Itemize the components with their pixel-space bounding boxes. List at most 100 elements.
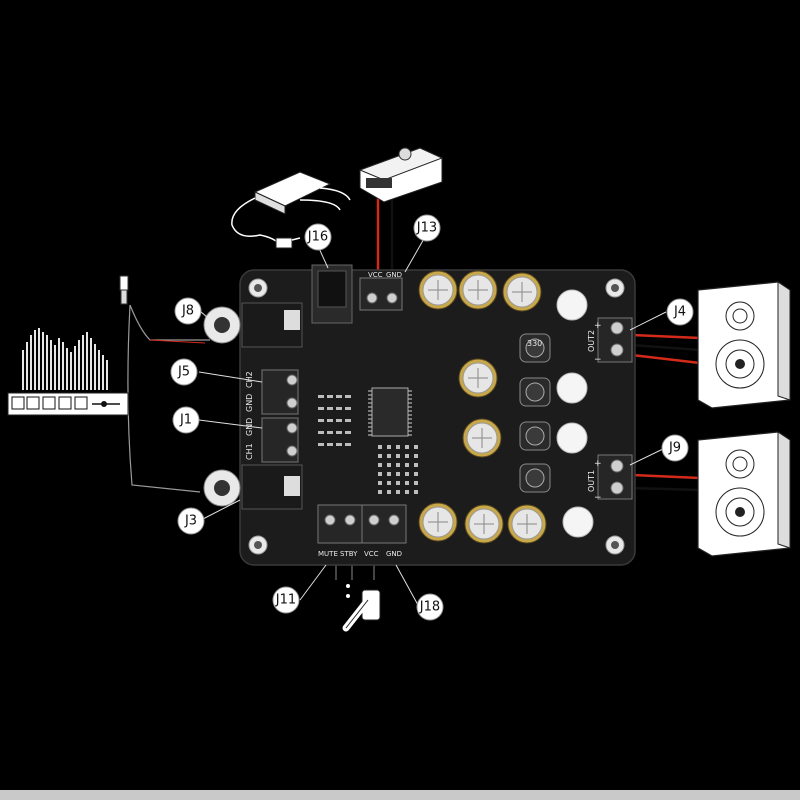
silk-vcc-bottom: VCC (364, 550, 379, 558)
audio-plug-icon (119, 275, 129, 305)
eq-bar (90, 338, 92, 390)
silk-gnd-top: GND (386, 271, 402, 279)
eq-bar (86, 332, 88, 390)
smd-resistor (336, 419, 342, 422)
callout-label: J1 (179, 413, 192, 428)
smd-pad (387, 490, 391, 494)
callout-label: J13 (416, 221, 437, 236)
smd-resistor (327, 407, 333, 410)
smd-pad (387, 454, 391, 458)
smd-resistor (327, 443, 333, 446)
callout-j16: J16 (304, 223, 332, 251)
smd-resistor (345, 431, 351, 434)
callout-label: J5 (177, 365, 190, 380)
smd-resistor (336, 431, 342, 434)
silk-gnd-bottom: GND (386, 550, 402, 558)
smd-pad (378, 445, 382, 449)
eq-bar (34, 330, 36, 390)
callout-j5: J5 (170, 358, 198, 386)
callout-label: J3 (184, 514, 197, 529)
callout-j18: J18 (416, 593, 444, 621)
callout-label: J8 (181, 304, 194, 319)
smd-resistor (318, 419, 324, 422)
smd-pad (378, 472, 382, 476)
smd-pad (378, 463, 382, 467)
eq-bar (66, 348, 68, 390)
electrolytic-capacitor (418, 502, 458, 542)
amplifier-board: VCC GND CH2 GND GND CH1 OUT2 OUT1 + − + … (203, 264, 636, 566)
callout-j13: J13 (413, 214, 441, 242)
callout-j4: J4 (666, 298, 694, 326)
eq-bar (106, 360, 108, 390)
callout-j8: J8 (174, 297, 202, 325)
silk-ch1: CH1 (245, 443, 254, 460)
bottom-strip (0, 790, 800, 800)
eq-bar (94, 344, 96, 390)
eq-bar (22, 350, 24, 390)
electrolytic-capacitor (418, 270, 458, 310)
smd-pad (378, 454, 382, 458)
callout-j1: J1 (172, 406, 200, 434)
silk-vcc-top: VCC (368, 271, 383, 279)
smd-pad (396, 463, 400, 467)
smd-pad (387, 445, 391, 449)
callout-j9: J9 (661, 434, 689, 462)
silk-minus1: − (594, 493, 602, 503)
silk-stby: STBY (340, 550, 358, 558)
eq-bar (102, 355, 104, 390)
smd-pad (405, 463, 409, 467)
callout-j11: J11 (272, 586, 300, 614)
smd-resistor (345, 407, 351, 410)
eq-bar (62, 342, 64, 390)
silk-out2: OUT2 (587, 330, 596, 352)
smd-pad (387, 481, 391, 485)
eq-bar (30, 335, 32, 390)
smd-pad (414, 454, 418, 458)
smd-resistor (318, 395, 324, 398)
speaker-bottom-icon (697, 431, 791, 557)
smd-pad (414, 481, 418, 485)
eq-bar (38, 328, 40, 390)
smd-pad (396, 481, 400, 485)
smd-pad (396, 472, 400, 476)
smd-pad (414, 472, 418, 476)
silk-mute: MUTE (318, 550, 338, 558)
eq-bar (46, 335, 48, 390)
eq-bar (82, 335, 84, 390)
eq-bar (78, 340, 80, 390)
smd-pad (396, 445, 400, 449)
smd-pad (378, 490, 382, 494)
callout-label: J11 (275, 593, 296, 608)
smd-pad (387, 463, 391, 467)
silk-minus2: − (594, 355, 602, 365)
smd-pad (414, 463, 418, 467)
smd-pad (405, 472, 409, 476)
smd-pad (414, 490, 418, 494)
eq-bar (98, 350, 100, 390)
audio-source-icon (7, 328, 129, 416)
silk-plus2: + (594, 321, 602, 331)
smd-pad (405, 445, 409, 449)
smd-pad (405, 490, 409, 494)
eq-bar (42, 332, 44, 390)
smd-pad (396, 454, 400, 458)
callout-label: J9 (668, 441, 681, 456)
smd-pad (387, 472, 391, 476)
toggle-switch-icon (342, 584, 381, 632)
smd-resistor (345, 443, 351, 446)
electrolytic-capacitor (502, 272, 542, 312)
smd-pad (405, 454, 409, 458)
callout-j3: J3 (177, 507, 205, 535)
smd-resistor (318, 431, 324, 434)
smd-pad (414, 445, 418, 449)
smd-resistor (336, 395, 342, 398)
electrolytic-capacitor (462, 418, 502, 458)
smd-pad (378, 481, 382, 485)
smd-resistor (336, 443, 342, 446)
speaker-top-icon (697, 281, 791, 409)
power-adapter-icon (231, 171, 351, 249)
electrolytic-capacitor (458, 358, 498, 398)
